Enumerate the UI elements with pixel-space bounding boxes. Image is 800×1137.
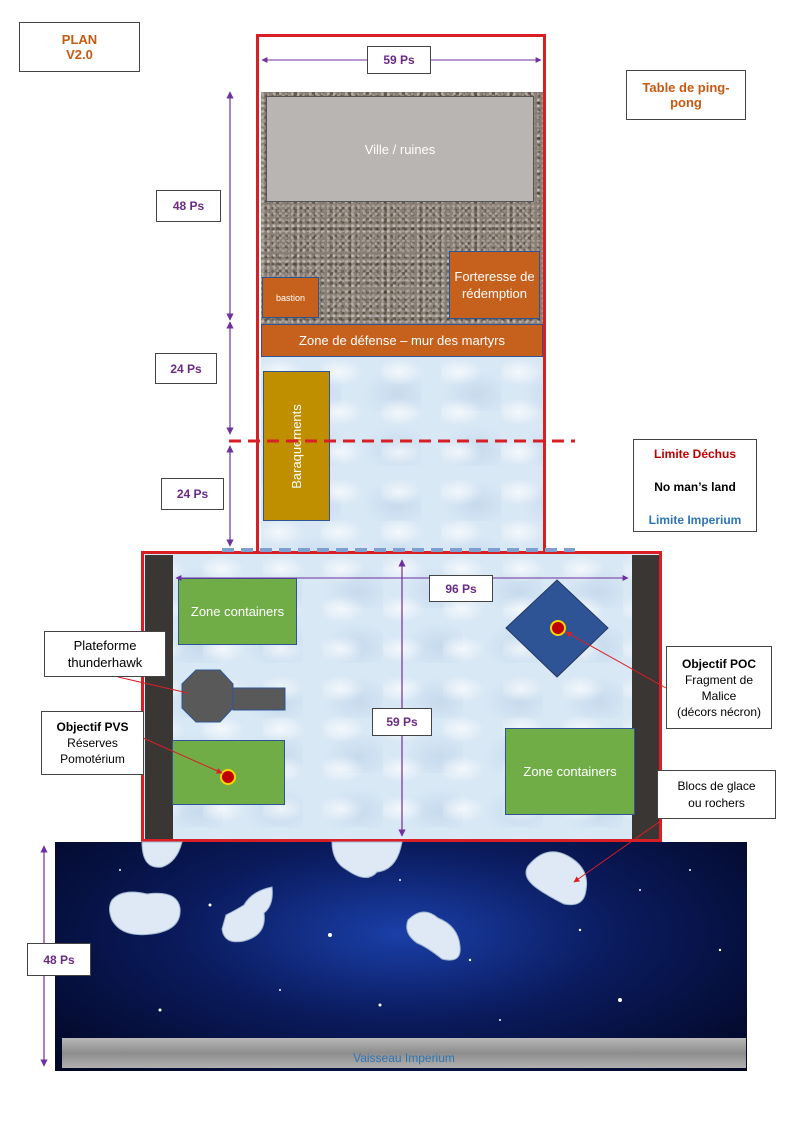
callout-poc-title: Objectif POC	[681, 656, 756, 671]
zone-vaisseau-label: Vaisseau Imperium	[353, 1051, 455, 1065]
measure-middle-height-text: 59 Ps	[386, 715, 418, 729]
callout-blocs-line2: ou rochers	[688, 795, 745, 810]
zone-ville-label: Ville / ruines	[364, 141, 436, 157]
callout-plateforme-text: Plateforme thunderhawk	[67, 638, 143, 670]
plan-title: PLAN	[61, 32, 98, 47]
thunderhawk-runway	[232, 687, 286, 711]
measure-middle-height: 59 Ps	[372, 708, 432, 736]
legend-limite-imperium: Limite Imperium	[648, 513, 742, 527]
ice-block-6	[525, 851, 588, 906]
zone-bastion-label: bastion	[275, 292, 306, 303]
measure-top-width: 59 Ps	[367, 46, 431, 74]
zone-ville: Ville / ruines	[266, 96, 534, 202]
zone-containers-1-label: Zone containers	[190, 604, 285, 619]
callout-poc: Objectif POC Fragment de Malice (décors …	[666, 646, 772, 729]
plan-version: V2.0	[66, 47, 93, 62]
measure-defense-height-text: 24 Ps	[170, 361, 202, 376]
right-wall	[632, 555, 659, 839]
limits-legend: Limite Déchus No man’s land Limite Imper…	[633, 439, 757, 532]
ice-block-4	[221, 886, 273, 943]
zone-defense: Zone de défense – mur des martyrs	[261, 324, 543, 357]
ice-block-2	[331, 841, 403, 878]
measure-defense-height: 24 Ps	[155, 353, 217, 384]
zone-bastion: bastion	[262, 277, 319, 318]
callout-line-pvs	[142, 737, 223, 774]
space-area	[55, 842, 747, 1071]
callout-blocs-line1: Blocs de glace	[677, 778, 756, 793]
measure-middle-width-text: 96 Ps	[445, 581, 477, 596]
ice-blocks	[109, 841, 588, 961]
zone-forteresse-label: Forteresse de rédemption	[454, 269, 535, 301]
zone-vaisseau: Vaisseau Imperium	[62, 1038, 746, 1068]
callout-pvs-title: Objectif PVS	[56, 720, 129, 734]
zone-containers-2: Zone containers	[505, 728, 635, 815]
pvs-marker	[220, 769, 236, 785]
callout-plateforme: Plateforme thunderhawk	[44, 631, 166, 677]
callout-line-poc	[565, 631, 667, 689]
measure-upper-height: 48 Ps	[156, 190, 221, 222]
middle-zone-border	[141, 551, 662, 842]
callout-poc-line2: Malice	[701, 688, 737, 703]
zone-defense-label: Zone de défense – mur des martyrs	[299, 333, 505, 348]
thunderhawk-platform	[181, 669, 234, 723]
plan-label: PLAN V2.0	[19, 22, 140, 72]
zone-forteresse: Forteresse de rédemption	[449, 251, 540, 319]
legend-limite-dechus: Limite Déchus	[653, 447, 737, 461]
table-note-text: Table de ping-pong	[642, 80, 730, 110]
callout-poc-line1: Fragment de	[684, 672, 754, 687]
measure-middle-width: 96 Ps	[429, 575, 493, 602]
table-note: Table de ping-pong	[626, 70, 746, 120]
measure-noman-height-text: 24 Ps	[176, 487, 209, 501]
zone-baraquements: Baraquements	[263, 371, 330, 521]
callout-pvs-line1: Réserves	[67, 736, 118, 750]
callout-blocs: Blocs de glace ou rochers	[657, 770, 776, 819]
measure-space-height-text: 48 Ps	[43, 952, 75, 967]
poc-marker	[550, 620, 566, 636]
ice-block-5	[406, 911, 461, 961]
ice-block-3	[109, 891, 181, 936]
callout-poc-line3: (décors nécron)	[676, 704, 762, 719]
stars	[89, 869, 722, 1021]
callout-pvs-line2: Pomotérium	[60, 752, 125, 766]
measure-upper-height-text: 48 Ps	[172, 199, 205, 213]
left-wall	[145, 555, 173, 839]
ice-block-1	[141, 841, 183, 868]
measure-top-width-text: 59 Ps	[383, 53, 415, 67]
zone-containers-2-label: Zone containers	[523, 764, 617, 779]
callout-line-blocs	[573, 819, 663, 883]
zone-containers-1: Zone containers	[178, 578, 297, 645]
measure-space-height: 48 Ps	[27, 943, 91, 976]
callout-pvs: Objectif PVS Réserves Pomotérium	[41, 711, 144, 775]
measure-noman-height: 24 Ps	[161, 478, 224, 510]
callout-line-plateforme	[117, 676, 189, 694]
legend-no-mans-land: No man’s land	[654, 480, 736, 494]
